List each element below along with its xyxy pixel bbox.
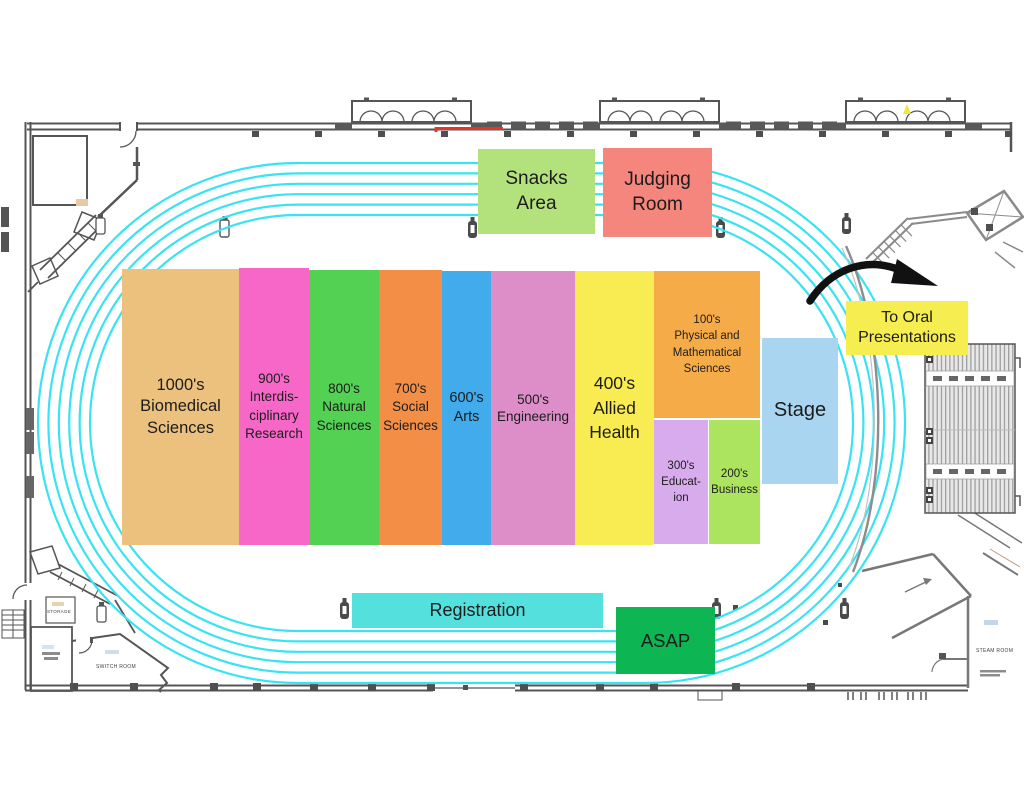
zone-500s-engineering: 500's Engineering [491, 271, 575, 545]
zone-snacks-area: Snacks Area [478, 149, 595, 234]
entrance-vestibule-2 [583, 97, 736, 129]
stairs-bottom-left [1, 545, 136, 639]
zone-800s-natural-sciences: 800's Natural Sciences [309, 270, 379, 545]
storage-room [45, 596, 76, 624]
zone-300s-education: 300's Educat- ion [654, 420, 708, 544]
steam-room-walls [861, 509, 1023, 688]
zone-600s-arts: 600's Arts [442, 271, 491, 545]
zone-stage: Stage [762, 338, 838, 484]
wall-columns [252, 131, 1012, 137]
red-marking [434, 127, 503, 132]
yellow-marker [903, 104, 911, 114]
zone-100s-physical-mathematical-sciences: 100's Physical and Mathematical Sciences [654, 271, 760, 418]
track-boundary-wall [841, 245, 880, 573]
oral-presentations-corridor [865, 189, 1024, 269]
stairs-top-left [27, 121, 140, 293]
entrance-vestibules [335, 97, 982, 129]
zone-400s-allied-health: 400's Allied Health [575, 271, 654, 545]
bleachers [924, 343, 1021, 514]
zone-200s-business: 200's Business [709, 420, 760, 544]
zone-to-oral-presentations: To Oral Presentations [846, 301, 968, 355]
bottom-wall [25, 683, 968, 701]
zone-registration: Registration [352, 593, 603, 628]
zone-700s-social-sciences: 700's Social Sciences [379, 270, 442, 545]
entrance-vestibule-3 [829, 97, 982, 129]
entrance-vestibule-1 [335, 97, 488, 129]
plan-label-storage: STORAGE [47, 609, 72, 614]
zone-judging-room: Judging Room [603, 148, 712, 237]
switch-room [30, 626, 170, 693]
arrow-to-oral-presentations-icon [806, 259, 938, 305]
plan-label-switch-room: SWITCH ROOM [96, 664, 136, 670]
zone-1000s-biomedical-sciences: 1000's Biomedical Sciences [122, 269, 239, 545]
zone-asap: ASAP [616, 607, 715, 674]
left-wall [1, 122, 34, 690]
running-track [36, 161, 907, 685]
plan-label-steam-room: STEAM ROOM [976, 648, 1014, 654]
zone-900s-interdisciplinary-research: 900's Interdis- ciplinary Research [239, 268, 309, 545]
